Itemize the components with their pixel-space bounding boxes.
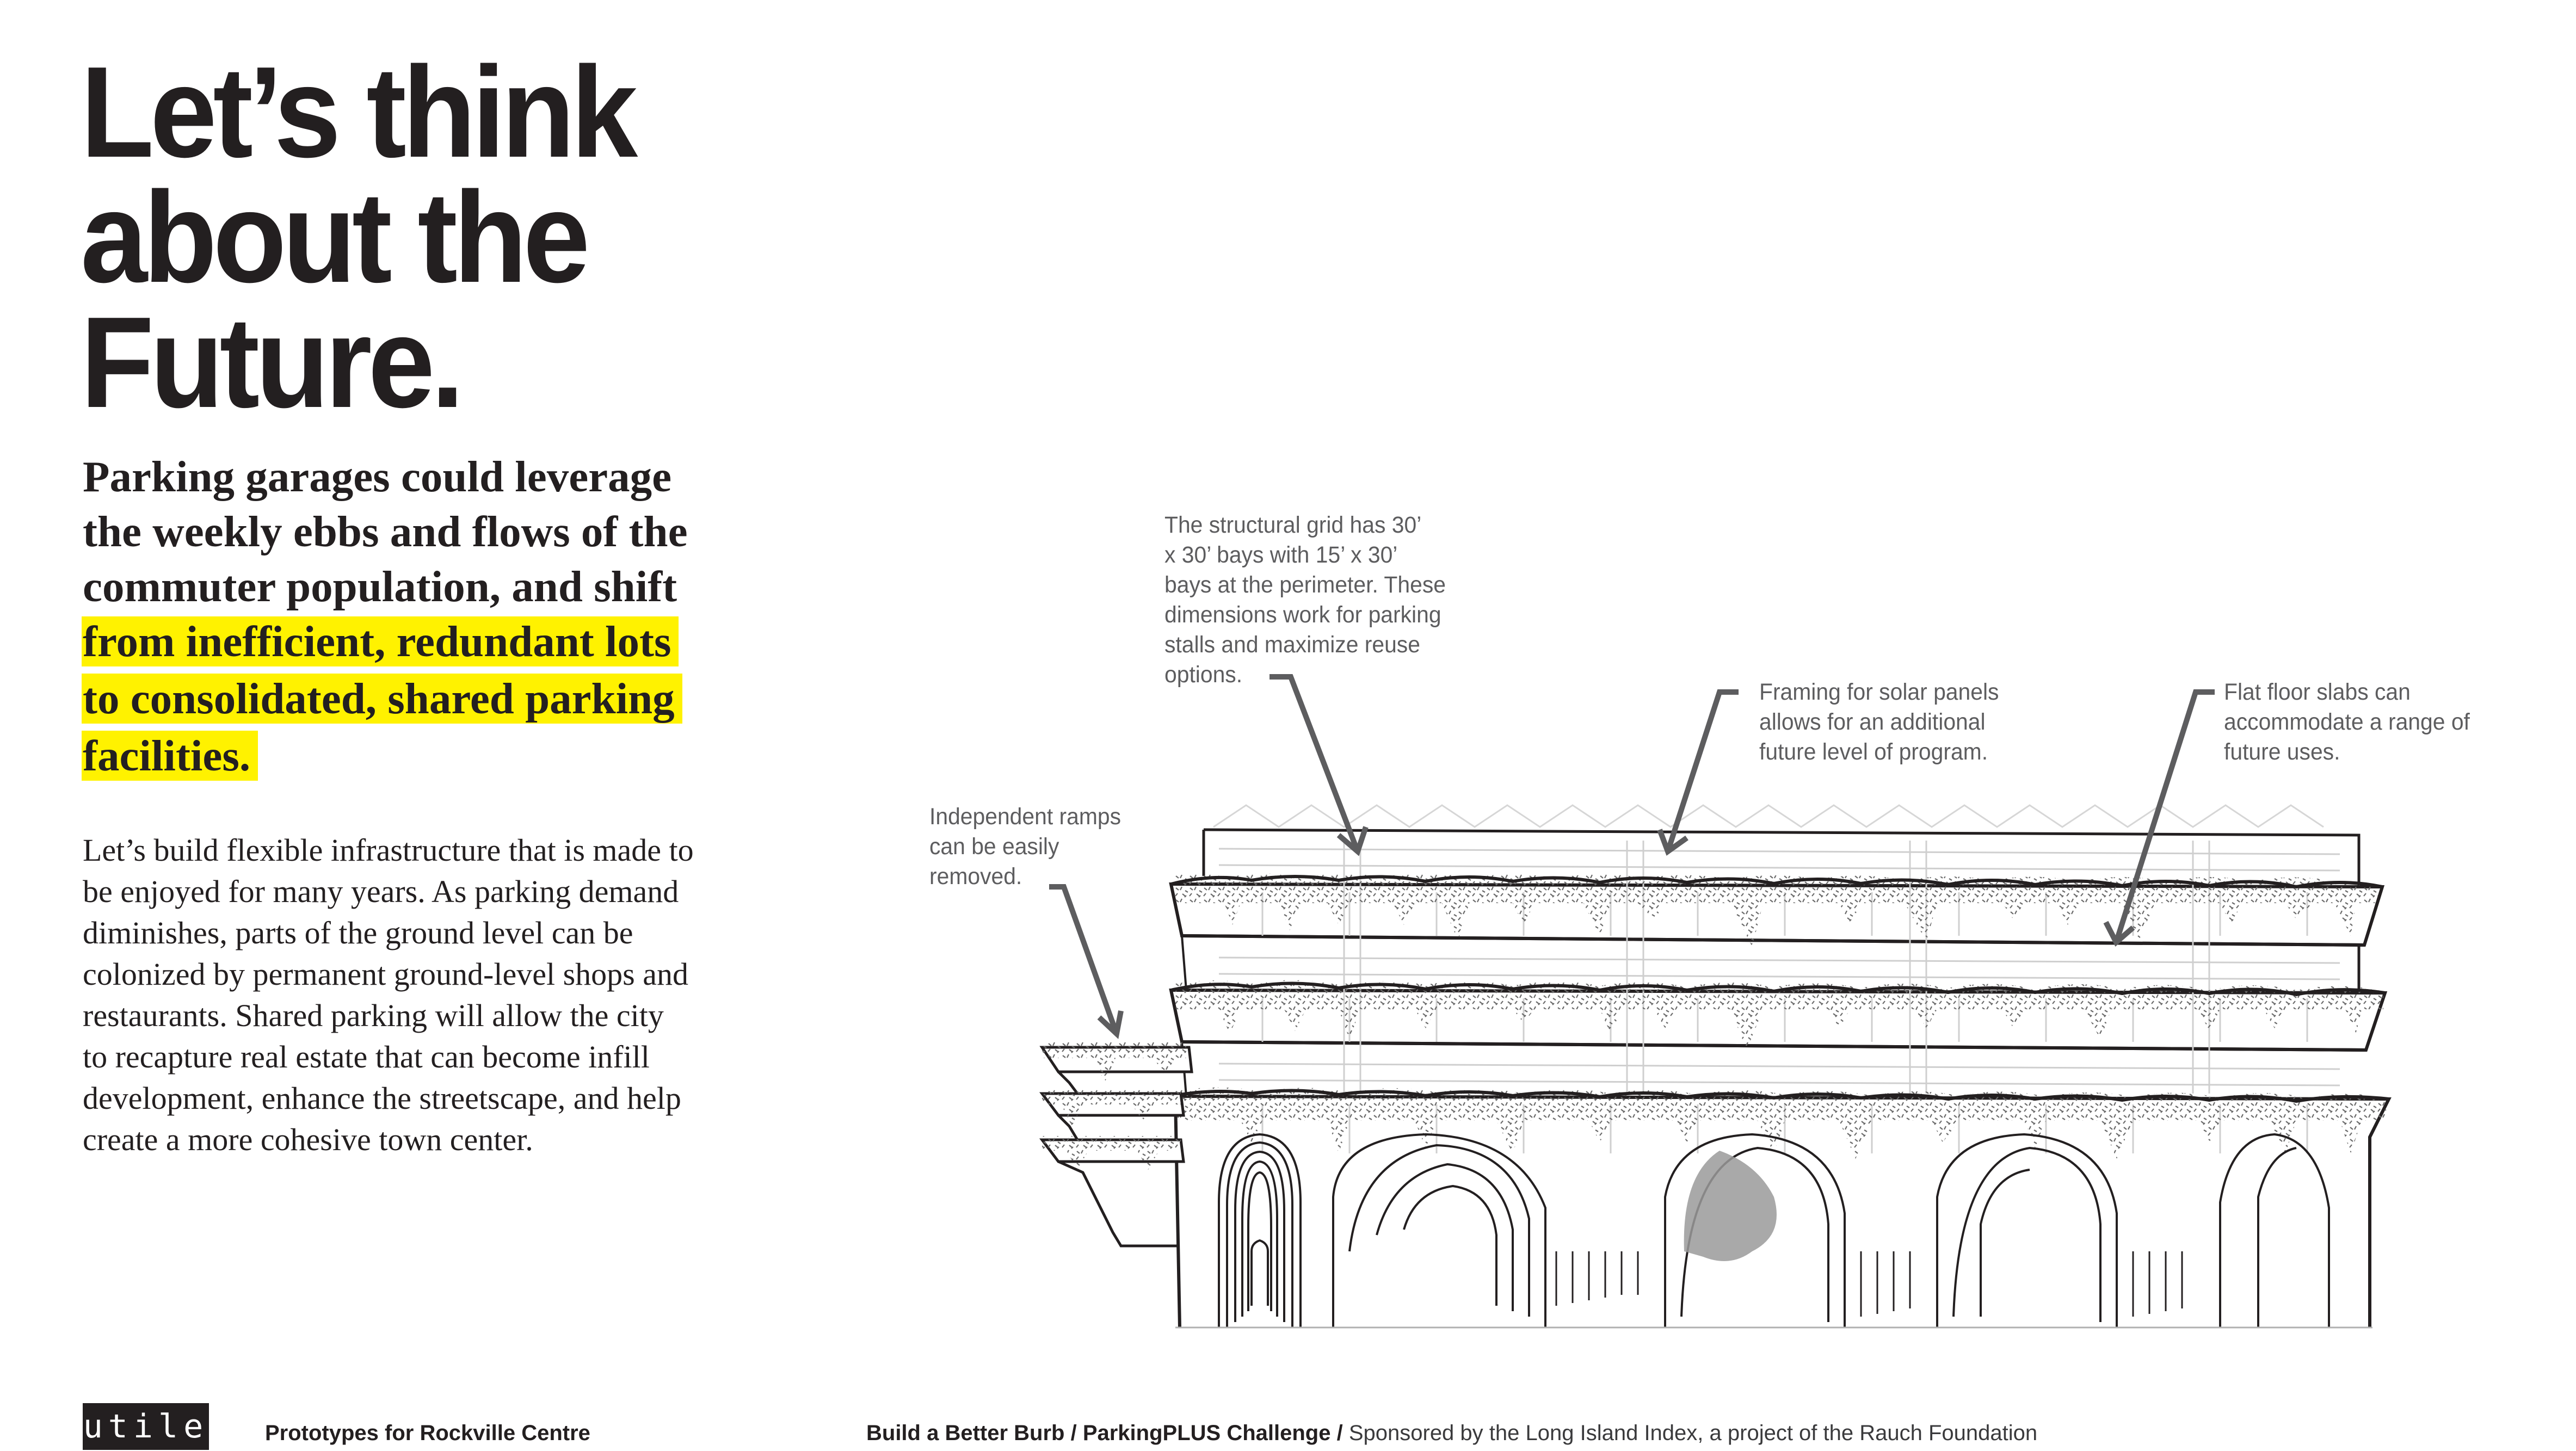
annotation-line: allows for an additional: [1759, 709, 1986, 735]
highlighted-text: to consolidated, shared parking: [82, 674, 682, 724]
body-line: diminishes, parts of the ground level ca…: [83, 915, 633, 950]
body-line: Let’s build flexible infrastructure that…: [83, 832, 694, 868]
body-line: to recapture real estate that can become…: [83, 1039, 650, 1075]
arrow-structural-grid: [1269, 674, 1360, 853]
highlighted-text: facilities.: [82, 731, 258, 781]
tree-foliage: [1684, 1151, 1777, 1261]
title-line: about the: [81, 165, 590, 310]
annotation-line: accommodate a range of: [2224, 709, 2470, 735]
annotation-flat-slabs: Flat floor slabs can accommodate a range…: [2224, 677, 2470, 767]
body-paragraph: Let’s build flexible infrastructure that…: [83, 830, 845, 1160]
highlighted-text: from inefficient, redundant lots: [82, 616, 679, 666]
body-line: create a more cohesive town center.: [83, 1122, 533, 1157]
subhead-line: Parking garages could leverage: [83, 452, 672, 501]
annotation-line: removed.: [929, 863, 1022, 890]
annotation-solar-framing: Framing for solar panels allows for an a…: [1759, 677, 1999, 767]
footer-credit-program: Build a Better Burb / ParkingPLUS Challe…: [866, 1421, 1343, 1445]
annotation-line: future uses.: [2224, 739, 2340, 765]
body-line: colonized by permanent ground-level shop…: [83, 956, 688, 992]
page-title: Let’s think about the Future.: [81, 40, 638, 435]
body-line: be enjoyed for many years. As parking de…: [83, 874, 679, 909]
annotation-line: Independent ramps: [929, 804, 1121, 830]
footer-credit-sponsor: Sponsored by the Long Island Index, a pr…: [1348, 1421, 2038, 1445]
arrow-ramps: [1049, 884, 1119, 1035]
garage-structure: [1169, 828, 2392, 1328]
ground-arcade: [1175, 1133, 2372, 1329]
hanging-vines: [1175, 873, 2386, 1159]
body-line: restaurants. Shared parking will allow t…: [83, 998, 664, 1033]
arrow-flat-slabs: [2113, 689, 2215, 943]
annotation-line: Flat floor slabs can: [2224, 679, 2411, 705]
body-line: development, enhance the streetscape, an…: [83, 1080, 681, 1116]
annotation-structural-grid: The structural grid has 30’ x 30’ bays w…: [1164, 510, 1446, 690]
annotation-arrows: [1049, 674, 2215, 1039]
annotation-line: x 30’ bays with 15’ x 30’: [1164, 542, 1398, 568]
annotation-line: The structural grid has 30’: [1164, 512, 1422, 538]
annotation-line: can be easily: [929, 833, 1059, 860]
annotation-line: Framing for solar panels: [1759, 679, 1999, 705]
subhead-line: the weekly ebbs and flows of the: [83, 507, 688, 556]
arrow-solar-framing: [1665, 689, 1739, 853]
solar-framing: [1213, 804, 2324, 828]
annotation-ramps: Independent ramps can be easily removed.: [929, 802, 1121, 892]
annotation-line: bays at the perimeter. These: [1164, 572, 1446, 598]
utile-logo: utile: [83, 1403, 209, 1450]
title-line: Future.: [81, 291, 464, 435]
footer-project-title: Prototypes for Rockville Centre: [265, 1421, 590, 1445]
annotation-line: future level of program.: [1759, 739, 1988, 765]
annotation-line: options.: [1164, 662, 1243, 688]
subhead-line: commuter population, and shift: [83, 562, 677, 611]
subhead: Parking garages could leverage the weekl…: [82, 449, 845, 786]
annotation-line: dimensions work for parking: [1164, 602, 1441, 628]
annotation-line: stalls and maximize reuse: [1164, 632, 1420, 658]
title-line: Let’s think: [81, 40, 638, 184]
footer-credit: Build a Better Burb / ParkingPLUS Challe…: [866, 1421, 2037, 1446]
